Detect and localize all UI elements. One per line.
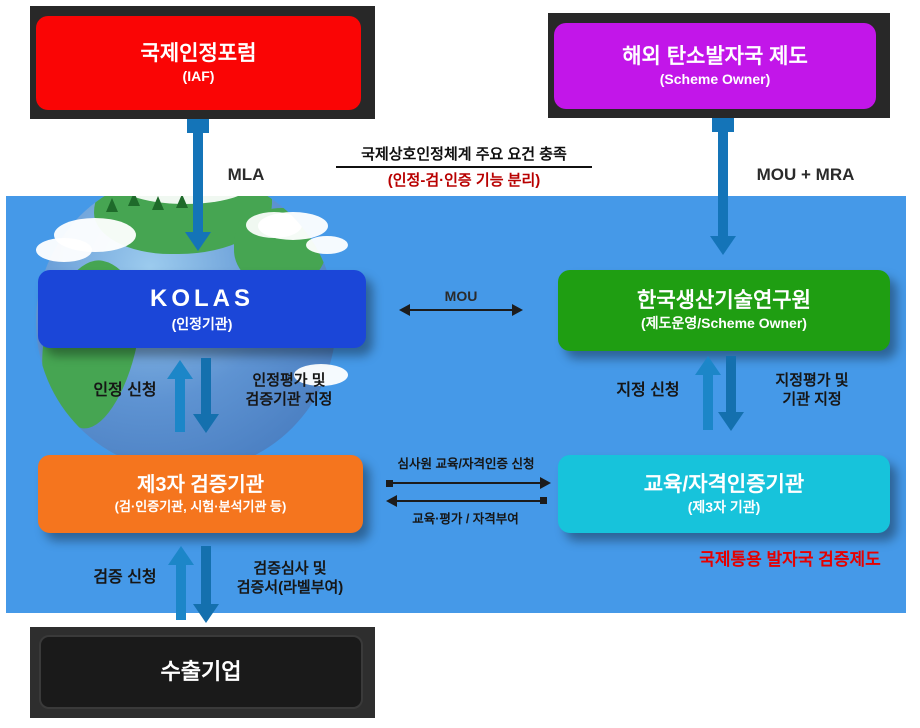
education-certification-subtitle: (제3자 기관)	[687, 498, 761, 515]
qualification-grant-arrow-line	[396, 500, 542, 502]
verification-result-arrow-head-icon	[193, 604, 219, 623]
mou-label: MOU	[444, 288, 478, 304]
designation-request-arrow-shaft	[703, 374, 713, 430]
kitech-box: 한국생산기술연구원 (제도운영/Scheme Owner)	[558, 270, 890, 351]
qualification-grant-arrow-dot-icon	[540, 497, 547, 504]
mou-arrow-line	[408, 309, 514, 311]
designation-grant-arrow-shaft	[726, 356, 736, 413]
qualification-grant-label: 교육·평가 / 자격부여	[412, 512, 519, 526]
cloud-icon	[258, 212, 328, 240]
verification-request-label: 검증 신청	[93, 569, 157, 586]
overseas-scheme-title: 해외 탄소발자국 제도	[622, 44, 808, 68]
iaf-title: 국제인정포럼	[140, 41, 257, 65]
qualification-grant-arrow-head-icon	[386, 495, 397, 507]
earth-tree-icon	[128, 196, 140, 206]
export-company-title: 수출기업	[160, 658, 242, 684]
mou-arrow-right-head-icon	[512, 304, 523, 316]
verification-request-arrow-head-icon	[168, 546, 194, 565]
designation-request-arrow-head-icon	[695, 356, 721, 375]
training-request-arrow-head-icon	[540, 477, 551, 489]
education-certification-box: 교육/자격인증기관 (제3자 기관)	[558, 455, 890, 533]
banner-function-separation-line: (인정-검·인증 기능 분리)	[387, 172, 541, 189]
overseas-scheme-subtitle: (Scheme Owner)	[659, 70, 771, 87]
training-request-arrow-dot-icon	[386, 480, 393, 487]
kolas-subtitle: (인정기관)	[171, 315, 233, 332]
banner-requirements-line: 국제상호인정체계 주요 요건 충족	[336, 146, 592, 168]
iaf-box: 국제인정포럼 (IAF)	[36, 16, 361, 110]
mla-arrow-head-icon	[185, 232, 211, 251]
training-request-arrow-line	[390, 482, 542, 484]
iaf-subtitle: (IAF)	[182, 67, 215, 84]
mla-label: MLA	[227, 165, 265, 184]
accreditation-request-label: 인정 신청	[93, 382, 157, 399]
export-company-box-frame: 수출기업	[30, 627, 375, 718]
mou-mra-label: MOU + MRA	[756, 165, 855, 184]
earth-tree-icon	[152, 196, 164, 210]
verification-request-arrow-shaft	[176, 564, 186, 620]
accreditation-grant-label: 인정평가 및 검증기관 지정	[245, 372, 333, 408]
accreditation-request-arrow-head-icon	[167, 360, 193, 379]
kitech-title: 한국생산기술연구원	[637, 289, 811, 313]
designation-request-label: 지정 신청	[616, 382, 680, 399]
cloud-icon	[36, 238, 92, 262]
designation-grant-arrow-head-icon	[718, 412, 744, 431]
kolas-title: KOLAS	[150, 285, 254, 313]
cloud-icon	[306, 236, 348, 254]
accreditation-grant-arrow-head-icon	[193, 414, 219, 433]
third-party-verifier-title: 제3자 검증기관	[136, 473, 265, 496]
overseas-scheme-box: 해외 탄소발자국 제도 (Scheme Owner)	[554, 23, 876, 109]
mla-arrow-shaft	[193, 119, 203, 232]
overseas-scheme-box-frame: 해외 탄소발자국 제도 (Scheme Owner)	[548, 13, 890, 118]
accreditation-request-arrow-shaft	[175, 378, 185, 432]
designation-grant-label: 지정평가 및 기관 지정	[775, 372, 849, 408]
third-party-verifier-subtitle: (검·인증기관, 시험·분석기관 등)	[114, 498, 287, 514]
iaf-box-frame: 국제인정포럼 (IAF)	[30, 6, 375, 119]
accreditation-grant-arrow-shaft	[201, 358, 211, 415]
verification-result-arrow-shaft	[201, 546, 211, 605]
kitech-subtitle: (제도운영/Scheme Owner)	[641, 315, 807, 332]
mou-mra-arrow-shaft	[718, 118, 728, 236]
mou-mra-arrow-head-icon	[710, 236, 736, 255]
third-party-verifier-box: 제3자 검증기관 (검·인증기관, 시험·분석기관 등)	[38, 455, 363, 533]
international-footprint-note: 국제통용 발자국 검증제도	[699, 550, 881, 569]
kolas-box: KOLAS (인정기관)	[38, 270, 366, 348]
mou-arrow-left-head-icon	[399, 304, 410, 316]
cloud-icon	[294, 364, 348, 386]
verification-result-label: 검증심사 및 검증서(라벨부여)	[236, 560, 344, 596]
earth-tree-icon	[106, 198, 118, 212]
export-company-box: 수출기업	[39, 635, 363, 709]
auditor-training-request-label: 심사원 교육/자격인증 신청	[397, 457, 535, 471]
earth-tree-icon	[176, 196, 188, 208]
education-certification-title: 교육/자격인증기관	[643, 472, 805, 496]
